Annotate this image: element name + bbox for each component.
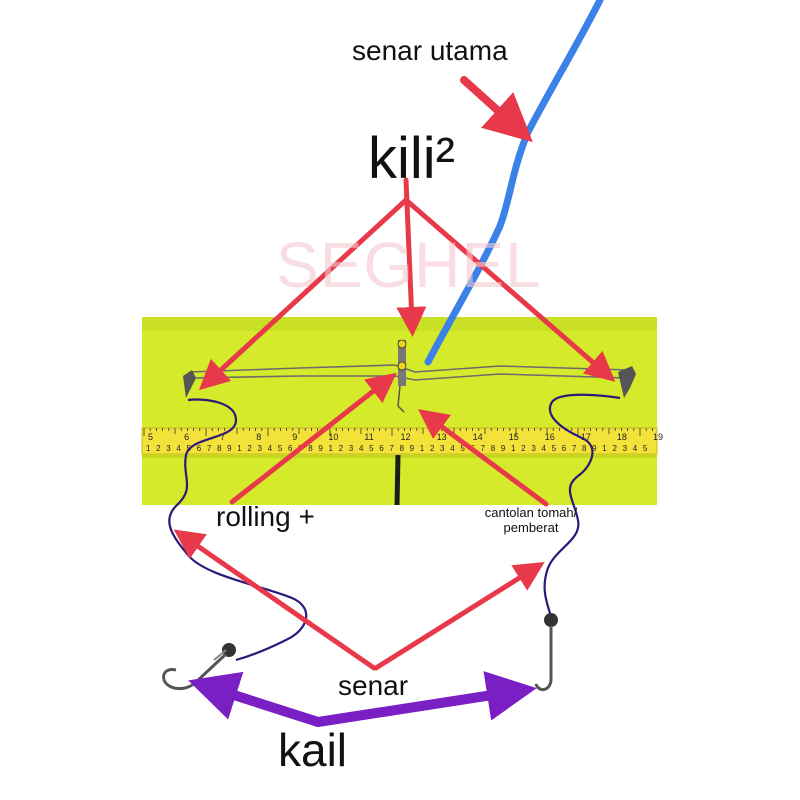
ruler-top-number: 6 bbox=[184, 432, 189, 442]
ruler-top-number: 18 bbox=[617, 432, 627, 442]
ruler-digit: 6 bbox=[379, 444, 384, 453]
ruler-top-number: 10 bbox=[328, 432, 338, 442]
ruler-digit: 5 bbox=[369, 444, 374, 453]
ruler-digit: 8 bbox=[582, 444, 587, 453]
ruler-digit: 2 bbox=[156, 444, 161, 453]
ruler-top-number: 15 bbox=[509, 432, 519, 442]
ruler-digit: 8 bbox=[400, 444, 405, 453]
ruler-digit: 3 bbox=[166, 444, 171, 453]
ruler-digit: 9 bbox=[227, 444, 232, 453]
ruler-top-number: 16 bbox=[545, 432, 555, 442]
label-rolling: rolling + bbox=[216, 503, 315, 531]
ruler-digit: 8 bbox=[491, 444, 496, 453]
watermark: SEGHEL bbox=[276, 228, 542, 302]
ruler-digit: 9 bbox=[318, 444, 323, 453]
right-hook bbox=[536, 626, 551, 690]
left-hook bbox=[164, 654, 226, 689]
ruler-top-number: 13 bbox=[437, 432, 447, 442]
label-main-line: senar utama bbox=[352, 37, 508, 65]
ruler-digit: 3 bbox=[531, 444, 536, 453]
ruler-top-number: 14 bbox=[473, 432, 483, 442]
board-shade bbox=[142, 317, 657, 331]
label-hook: kail bbox=[278, 727, 347, 773]
ruler-digit: 5 bbox=[643, 444, 648, 453]
yellow-bead-2 bbox=[398, 362, 406, 370]
ruler-digit: 1 bbox=[237, 444, 242, 453]
ruler-digit: 3 bbox=[349, 444, 354, 453]
ruler-digit: 7 bbox=[207, 444, 212, 453]
label-leader-line: senar bbox=[338, 672, 408, 700]
ruler-digit: 2 bbox=[430, 444, 435, 453]
ruler-digit: 4 bbox=[450, 444, 455, 453]
kail-arrow-left bbox=[212, 688, 318, 722]
arrow-senar-utama bbox=[464, 80, 515, 126]
ruler-top-number: 5 bbox=[148, 432, 153, 442]
ruler-top-number: 9 bbox=[292, 432, 297, 442]
ruler-top-number: 8 bbox=[256, 432, 261, 442]
yellow-bead-1 bbox=[398, 340, 406, 348]
ruler-top-number: 12 bbox=[401, 432, 411, 442]
ruler-digit: 3 bbox=[258, 444, 263, 453]
ruler-digit: 7 bbox=[572, 444, 577, 453]
ruler-digit: 7 bbox=[389, 444, 394, 453]
ruler-digit: 7 bbox=[481, 444, 486, 453]
ruler-digit: 9 bbox=[410, 444, 415, 453]
left-hook-group bbox=[164, 643, 236, 689]
ruler-digit: 6 bbox=[562, 444, 567, 453]
ruler-digit: 2 bbox=[612, 444, 617, 453]
ruler-digit: 5 bbox=[552, 444, 557, 453]
ruler-digit: 1 bbox=[511, 444, 516, 453]
ruler-digit: 4 bbox=[176, 444, 181, 453]
right-hook-eye bbox=[544, 613, 558, 627]
ruler-digit: 8 bbox=[217, 444, 222, 453]
board-crack bbox=[397, 455, 398, 505]
ruler-digit: 6 bbox=[197, 444, 202, 453]
ruler-digit: 4 bbox=[541, 444, 546, 453]
ruler-top-number: 19 bbox=[653, 432, 663, 442]
ruler-digit: 1 bbox=[420, 444, 425, 453]
ruler-top-number: 11 bbox=[364, 432, 373, 442]
ruler-digit: 2 bbox=[521, 444, 526, 453]
ruler-digit: 3 bbox=[440, 444, 445, 453]
ruler-digit: 1 bbox=[329, 444, 334, 453]
ruler-digit: 9 bbox=[501, 444, 506, 453]
ruler-digit: 2 bbox=[247, 444, 252, 453]
ruler-digit: 2 bbox=[339, 444, 344, 453]
right-hook-group bbox=[536, 613, 558, 690]
label-weight-hook: cantolan tomah/ pemberat bbox=[472, 506, 590, 536]
ruler-digit: 5 bbox=[278, 444, 283, 453]
ruler-digit: 1 bbox=[602, 444, 607, 453]
ruler-digit: 4 bbox=[359, 444, 364, 453]
arrow-senar-left bbox=[186, 538, 374, 668]
ruler-digit: 4 bbox=[633, 444, 638, 453]
ruler-digit: 1 bbox=[146, 444, 151, 453]
ruler-digit: 4 bbox=[268, 444, 273, 453]
label-swivel: kili² bbox=[368, 130, 455, 188]
arrow-senar-right bbox=[376, 570, 532, 668]
ruler-digit: 8 bbox=[308, 444, 313, 453]
ruler-digit: 3 bbox=[623, 444, 628, 453]
